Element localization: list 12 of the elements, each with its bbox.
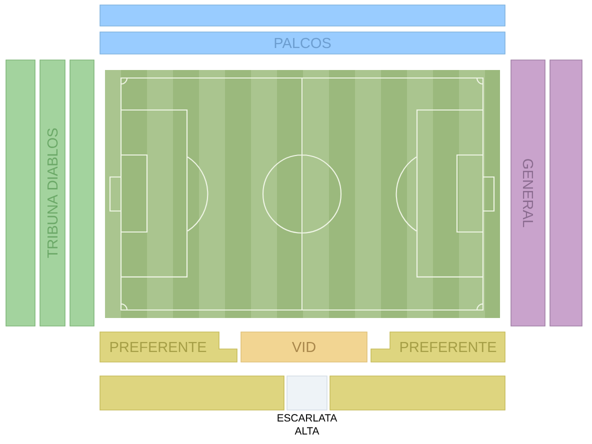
seating-section <box>70 60 94 326</box>
seating-section: PREFERENTE <box>370 332 506 362</box>
seating-section <box>6 60 36 326</box>
seating-section <box>100 376 284 410</box>
seating-section: TRIBUNA DIABLOS <box>40 60 66 326</box>
seating-section <box>550 60 582 326</box>
seating-section <box>330 376 506 410</box>
seating-section: PREFERENTE <box>100 332 238 362</box>
seating-section: VID <box>240 332 368 362</box>
section-label: ESCARLATA ALTA <box>278 414 338 434</box>
seating-section: GENERAL <box>510 60 546 326</box>
seating-section <box>100 4 506 26</box>
